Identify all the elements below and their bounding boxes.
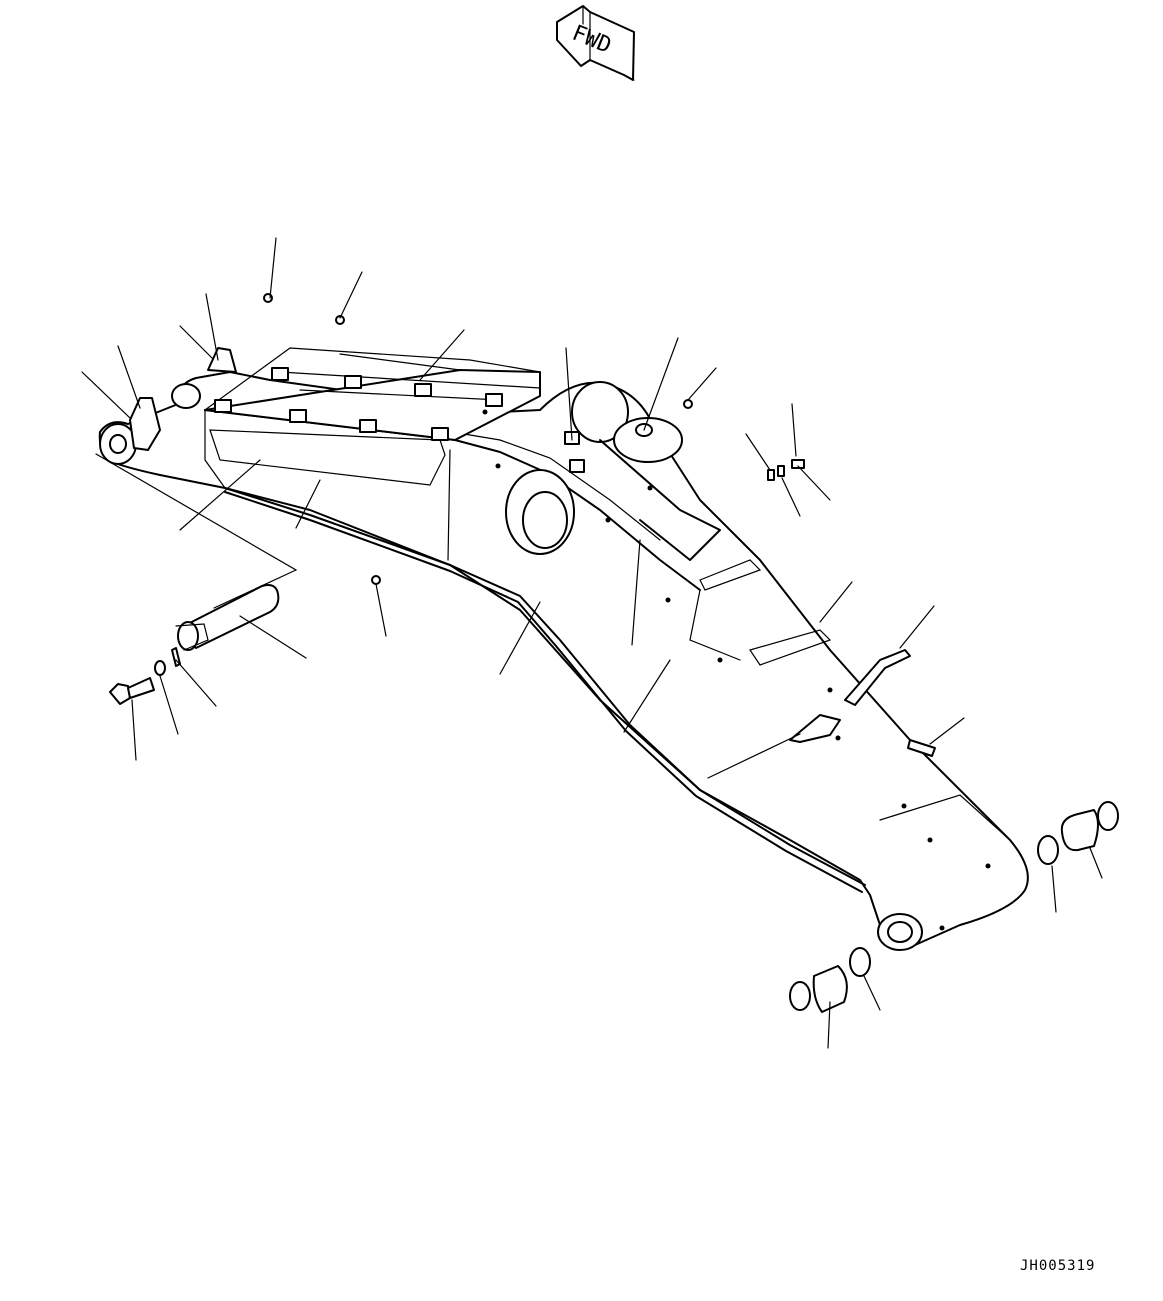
boom-top-boss <box>99 383 201 465</box>
small-parts <box>263 293 805 481</box>
boom-foot-boss <box>877 913 923 951</box>
foot-pin <box>175 584 280 651</box>
side-access-panel <box>209 429 446 486</box>
arm-pin-boss <box>571 381 683 463</box>
bushings <box>789 801 1119 1013</box>
reference-leaders <box>81 237 1103 1049</box>
boom-outline <box>98 371 1029 947</box>
hose-clamps <box>214 367 585 473</box>
cover-plate <box>204 369 541 441</box>
fwd-marker: FWD <box>556 5 635 81</box>
lifting-brackets <box>129 347 237 451</box>
bolt <box>109 677 155 705</box>
boom-body <box>98 347 1029 951</box>
drawing-code: JH005319 <box>1020 1258 1095 1274</box>
hose-bracket <box>844 649 911 706</box>
washer <box>154 660 166 676</box>
